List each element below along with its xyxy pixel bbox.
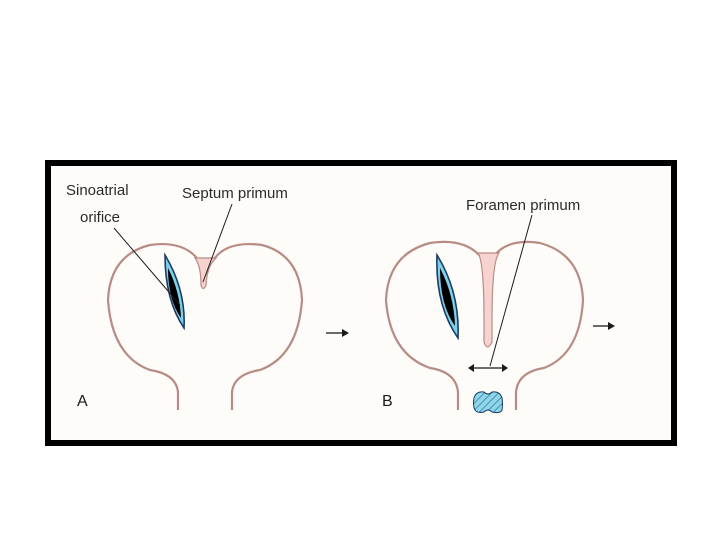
figure-frame <box>45 160 677 446</box>
label-sinoatrial-line1: Sinoatrial <box>66 182 129 199</box>
panel-a-septum-primum <box>193 257 218 290</box>
continuation-arrow <box>593 322 615 330</box>
panel-b-septum-primum <box>476 252 501 348</box>
panel-b-atrial-wall-right <box>493 240 585 410</box>
label-septum-primum: Septum primum <box>182 185 288 202</box>
endocardial-cushion <box>473 391 503 414</box>
panel-a-sinoatrial-orifice-inner <box>168 268 181 318</box>
panel-b-atrial-wall-left <box>384 240 481 410</box>
label-sinoatrial-line2: orifice <box>80 209 120 226</box>
panel-b: Foramen primum B <box>382 197 615 414</box>
panel-a: Sinoatrial orifice Septum primum A <box>66 182 304 410</box>
panel-a-letter: A <box>77 393 88 410</box>
panel-a-septum-leader <box>202 203 233 283</box>
panel-a-atrial-wall-right <box>211 243 304 410</box>
panel-b-sinoatrial-orifice-inner <box>440 268 455 326</box>
transition-arrow <box>326 329 349 337</box>
label-foramen-primum: Foramen primum <box>466 197 580 214</box>
figure-panel <box>51 166 671 440</box>
panel-a-atrial-wall-left <box>106 243 201 410</box>
foramen-primum-double-arrow <box>468 364 508 372</box>
panel-a-sinoatrial-leader <box>113 227 181 306</box>
panel-b-foramen-leader <box>489 214 533 367</box>
panel-b-letter: B <box>382 393 393 410</box>
